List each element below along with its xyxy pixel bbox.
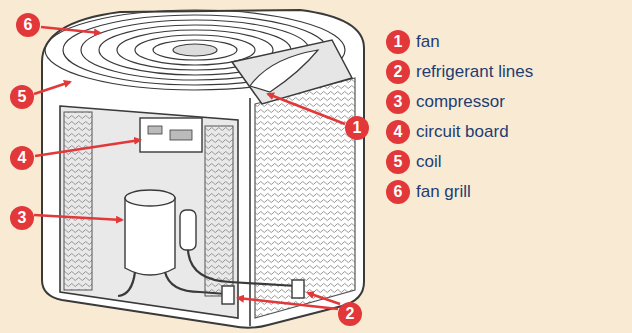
- leader-line: [41, 27, 100, 33]
- callout-number: 1: [345, 116, 369, 140]
- unit-housing: [42, 10, 364, 328]
- front-cutaway: [60, 106, 238, 318]
- callout-number: 2: [386, 60, 410, 84]
- part-name: compressor: [416, 93, 505, 112]
- left-coil: [64, 112, 92, 290]
- service-valve: [222, 286, 234, 304]
- part-name: fan: [416, 33, 440, 52]
- part-name: fan grill: [416, 183, 471, 202]
- callout-number: 4: [386, 120, 410, 144]
- leader-line: [238, 298, 338, 309]
- circuit-board: [140, 118, 202, 152]
- callout-number-text: 5: [18, 89, 27, 105]
- service-valve: [292, 280, 304, 298]
- back-coil: [205, 126, 233, 296]
- part-name: coil: [416, 153, 442, 172]
- callout-number-text: 3: [394, 94, 403, 110]
- leader-line: [34, 215, 122, 220]
- callout-number: 3: [10, 206, 34, 230]
- callout-number: 5: [386, 150, 410, 174]
- leader-line: [35, 140, 140, 156]
- callout-number: 2: [338, 302, 362, 326]
- callout-number-text: 5: [394, 154, 403, 170]
- callout-number: 6: [386, 180, 410, 204]
- callout-number-text: 1: [394, 34, 403, 50]
- part-name: circuit board: [416, 123, 509, 142]
- callout-number: 1: [386, 30, 410, 54]
- right-coil: [255, 78, 355, 318]
- callout-number-text: 4: [18, 150, 27, 166]
- leader-line: [268, 94, 345, 124]
- callout-number: 5: [10, 85, 34, 109]
- callout-number-text: 6: [24, 17, 33, 33]
- callout-number: 6: [16, 13, 40, 37]
- fan-cutaway: [232, 40, 352, 104]
- callout-number: 3: [386, 90, 410, 114]
- compressor: [125, 190, 196, 275]
- part-name: refrigerant lines: [416, 63, 533, 82]
- callout-number-text: 6: [394, 184, 403, 200]
- callout-number-text: 2: [394, 64, 403, 80]
- refrigerant-lines: [118, 250, 296, 296]
- callout-number-text: 2: [346, 306, 355, 322]
- fan-blade: [250, 50, 318, 92]
- callout-number-text: 3: [18, 210, 27, 226]
- callout-number-text: 4: [394, 124, 403, 140]
- leader-line: [308, 293, 340, 304]
- callout-number-text: 1: [353, 120, 362, 136]
- leader-line: [34, 82, 70, 94]
- callout-number: 4: [10, 146, 34, 170]
